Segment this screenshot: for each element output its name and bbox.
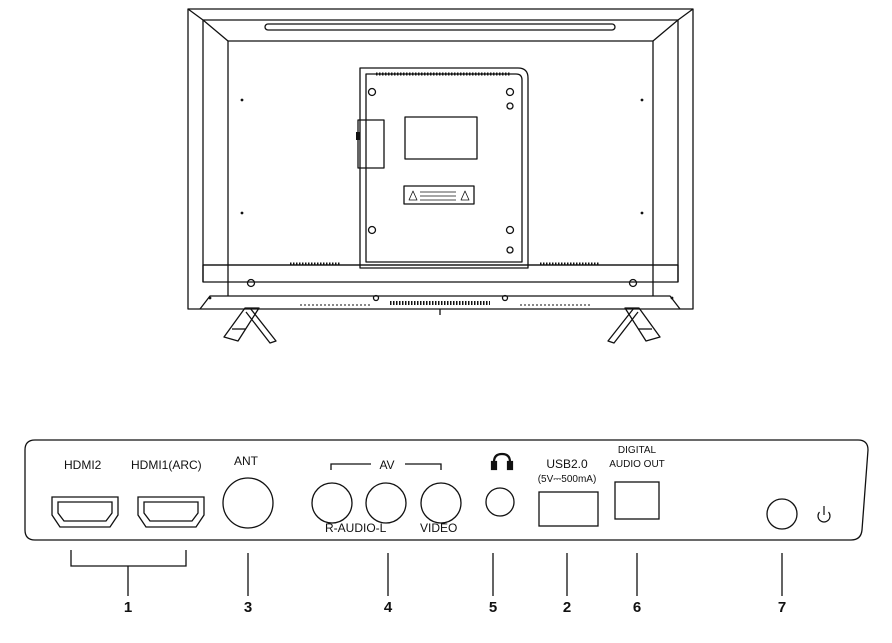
callout-5: 5 — [488, 599, 498, 616]
hdmi2-port — [51, 496, 119, 528]
callout-6: 6 — [632, 599, 642, 616]
av-label: AV — [379, 458, 395, 472]
usb-label: USB2.0 — [546, 457, 588, 471]
hdmi1-port — [137, 496, 205, 528]
video-jack — [420, 482, 462, 524]
usb-port — [538, 491, 599, 527]
tv-back-panel — [187, 8, 694, 315]
tv-stand-right — [607, 307, 661, 344]
optical-port — [614, 481, 660, 520]
audio-r-jack — [311, 482, 353, 524]
digital-label: DIGITAL — [617, 445, 657, 456]
hdmi1-arc-label: HDMI1(ARC) — [131, 458, 202, 472]
warning-label — [403, 185, 475, 205]
power-button — [766, 498, 798, 530]
headphone-jack — [485, 487, 515, 517]
power-icon — [817, 506, 831, 523]
tv-stand-left — [223, 307, 277, 344]
headphone-icon — [490, 452, 514, 471]
hdmi2-label: HDMI2 — [64, 458, 102, 472]
audio-l-jack — [365, 482, 407, 524]
warning-icon — [408, 190, 470, 201]
ant-port — [222, 477, 274, 529]
video-label: VIDEO — [420, 521, 458, 535]
callout-4: 4 — [383, 599, 393, 616]
connector-panel — [24, 439, 869, 541]
callout-2: 2 — [562, 599, 572, 616]
screw-holes — [246, 87, 638, 302]
audio-out-label: AUDIO OUT — [609, 459, 665, 470]
callout-leaders — [70, 550, 783, 596]
usb-spec-label: (5V⎓500mA) — [537, 474, 597, 485]
callout-7: 7 — [777, 599, 787, 616]
r-audio-l-label: R-AUDIO-L — [325, 521, 387, 535]
ant-label: ANT — [234, 454, 258, 468]
callout-3: 3 — [243, 599, 253, 616]
vent-grilles — [290, 72, 600, 306]
callout-1: 1 — [123, 599, 133, 616]
